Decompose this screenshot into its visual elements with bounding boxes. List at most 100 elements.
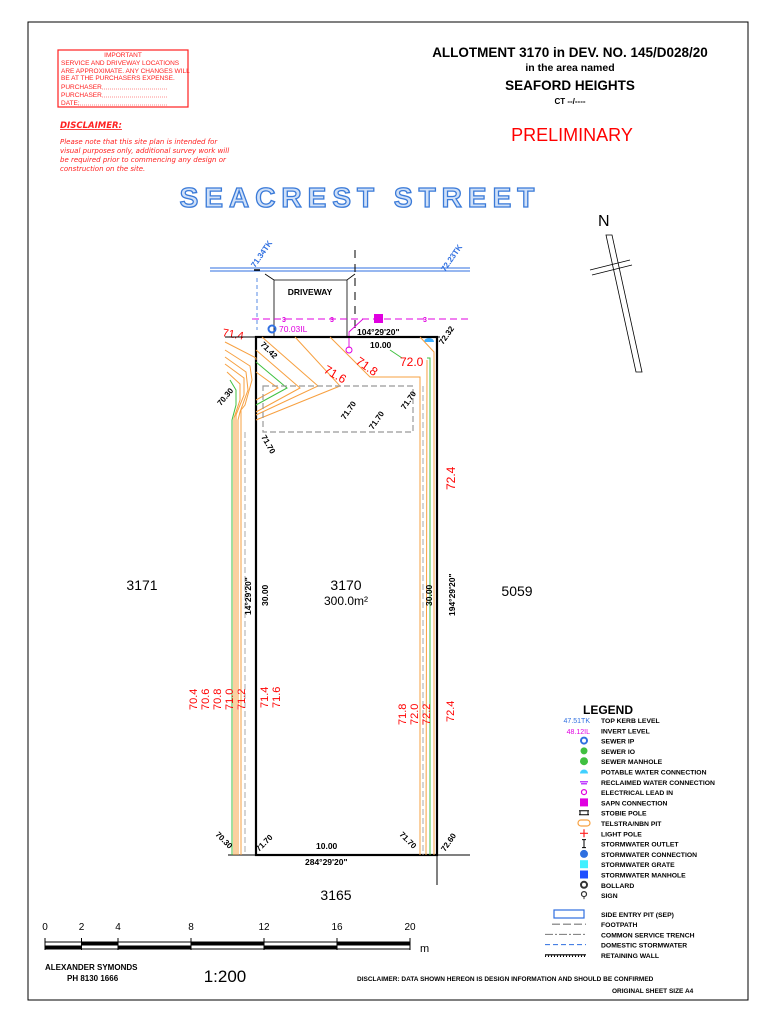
spot-level: 72.32 xyxy=(437,324,456,346)
allotment-title: ALLOTMENT 3170 in DEV. NO. 145/D028/20 xyxy=(432,45,708,60)
contour-label: 70.4 xyxy=(188,689,200,710)
legend-item-label: SIGN xyxy=(601,893,618,900)
legend-sample-tk: 47.51TK xyxy=(564,718,591,725)
house-pad xyxy=(262,385,414,433)
adjacent-lot: 5059 xyxy=(501,583,532,599)
footer: ALEXANDER SYMONDS PH 8130 1666 DISCLAIME… xyxy=(45,963,694,995)
spot-level: 70.30 xyxy=(214,830,235,851)
trench-label: 3 xyxy=(282,317,286,324)
trench-label: 3 xyxy=(330,317,334,324)
lot-numbers: 3170 300.0m² 3171 5059 3165 xyxy=(126,577,532,903)
sewer-ip-icon xyxy=(580,736,588,745)
spot-level: 72.60 xyxy=(439,831,458,853)
spot-level: 71.70 xyxy=(254,833,275,854)
contour-label: 72.2 xyxy=(421,704,433,725)
retaining-wall-icon xyxy=(545,954,586,958)
potable-water-connection-icon xyxy=(424,338,434,342)
legend-line-label: DOMESTIC STORMWATER xyxy=(601,943,687,950)
driveway-label: DRIVEWAY xyxy=(288,287,333,297)
disclaimer-heading: DISCLAIMER: xyxy=(60,121,122,131)
adjacent-lot: 3171 xyxy=(126,577,157,593)
bearing-bottom: 284°29'20" xyxy=(305,857,348,867)
important-notice: IMPORTANT SERVICE AND DRIVEWAY LOCATIONS… xyxy=(57,49,190,108)
spot-level: 71.70 xyxy=(339,399,358,421)
legend-item-label: RECLAIMED WATER CONNECTION xyxy=(601,780,715,787)
ct-reference: CT --/---- xyxy=(554,97,585,106)
trench-label: 3 xyxy=(423,317,427,324)
disclaimer-line: be required prior to commencing any desi… xyxy=(60,156,227,164)
scale-segment xyxy=(191,942,264,946)
purchaser-label: PURCHASER xyxy=(61,84,102,91)
scale-tick-label: 20 xyxy=(404,922,416,933)
disclaimer-line: construction on the site. xyxy=(60,165,145,173)
scale-tick-label: 0 xyxy=(42,922,48,933)
title-block: ALLOTMENT 3170 in DEV. NO. 145/D028/20 i… xyxy=(432,45,708,145)
contour-label: 72.0 xyxy=(400,355,424,369)
scale-tick-label: 4 xyxy=(115,922,121,933)
scale-segment xyxy=(118,945,191,949)
contour-label: 71.2 xyxy=(236,689,248,710)
scale-ratio: 1:200 xyxy=(204,967,247,986)
legend-item-label: STORMWATER OUTLET xyxy=(601,842,679,849)
stormwater-outlet-icon xyxy=(582,839,586,849)
contour-label: 71.8 xyxy=(397,704,409,725)
legend-line-label: SIDE ENTRY PIT (SEP) xyxy=(601,912,674,919)
sheet-size: ORIGINAL SHEET SIZE A4 xyxy=(612,988,694,995)
spot-level: 71.70 xyxy=(259,434,277,456)
legend-item-label: SEWER IP xyxy=(601,739,635,746)
preliminary-stamp: PRELIMINARY xyxy=(511,125,633,145)
scale-segment xyxy=(45,945,82,949)
legend-item-label: STORMWATER MANHOLE xyxy=(601,873,686,880)
sapn-connection-icon xyxy=(374,314,383,323)
disclaimer-line: visual purposes only, additional survey … xyxy=(60,147,229,155)
scale-tick-label: 16 xyxy=(331,922,343,933)
legend: LEGEND 47.51TK 48.12IL TOP KERB LEVELINV… xyxy=(545,703,715,960)
lot-area: 300.0m² xyxy=(324,594,368,608)
legend-item-label: STORMWATER GRATE xyxy=(601,862,675,869)
legend-item-label: STORMWATER CONNECTION xyxy=(601,852,697,859)
north-arrow-icon: N xyxy=(589,213,643,373)
telstra-pit-icon xyxy=(577,819,591,827)
stobie-pole-icon xyxy=(579,810,589,816)
spot-level: 71.70 xyxy=(398,830,419,851)
contour-label: 70.6 xyxy=(200,689,212,710)
light-pole-icon xyxy=(580,829,588,838)
contour-label: 72.4 xyxy=(444,466,458,490)
lot-number: 3170 xyxy=(330,577,361,593)
contour-label: 72.0 xyxy=(409,704,421,725)
legend-item-label: SEWER MANHOLE xyxy=(601,759,663,766)
legend-sample-il: 48.12IL xyxy=(567,729,590,736)
legend-title: LEGEND xyxy=(583,703,633,717)
legend-line-label: RETAINING WALL xyxy=(601,953,659,960)
spot-level: 70.30 xyxy=(215,386,235,408)
north-label: N xyxy=(598,213,610,230)
disclaimer-line: Please note that this site plan is inten… xyxy=(60,138,218,146)
bollard-icon xyxy=(580,880,588,889)
depth-left: 30.00 xyxy=(260,584,270,606)
sapn-connection-icon xyxy=(580,798,588,807)
notice-line: ARE APPROXIMATE. ANY CHANGES WILL xyxy=(61,68,190,75)
spot-level: 71.70 xyxy=(399,389,418,411)
bearing-top: 104°29'20" xyxy=(357,327,400,337)
disclaimer: DISCLAIMER: Please note that this site p… xyxy=(60,121,229,173)
purchaser-label: PURCHASER xyxy=(61,92,102,99)
driveway: DRIVEWAY xyxy=(264,273,356,337)
invert-level: 70.03IL xyxy=(279,324,308,334)
legend-item-label: SEWER IO xyxy=(601,749,635,756)
contour-label: 70.8 xyxy=(212,689,224,710)
street-name: SEACREST STREET xyxy=(180,182,541,213)
bearing-left: 14°29'20" xyxy=(243,577,253,615)
legend-item-label: TELSTRA/NBN PIT xyxy=(601,821,662,828)
legend-item-label: LIGHT POLE xyxy=(601,831,642,838)
legend-item-label: SAPN CONNECTION xyxy=(601,800,668,807)
date-label: DATE: xyxy=(61,100,80,107)
legend-line-label: COMMON SERVICE TRENCH xyxy=(601,932,695,939)
area-name: SEAFORD HEIGHTS xyxy=(505,78,635,93)
potable-water-icon xyxy=(580,769,588,774)
contour-label: 71.8 xyxy=(353,354,380,379)
frontage-width: 10.00 xyxy=(370,340,392,350)
allotment-3170-boundary xyxy=(254,335,439,857)
author-phone: PH 8130 1666 xyxy=(67,974,119,983)
sign-icon xyxy=(580,890,588,900)
